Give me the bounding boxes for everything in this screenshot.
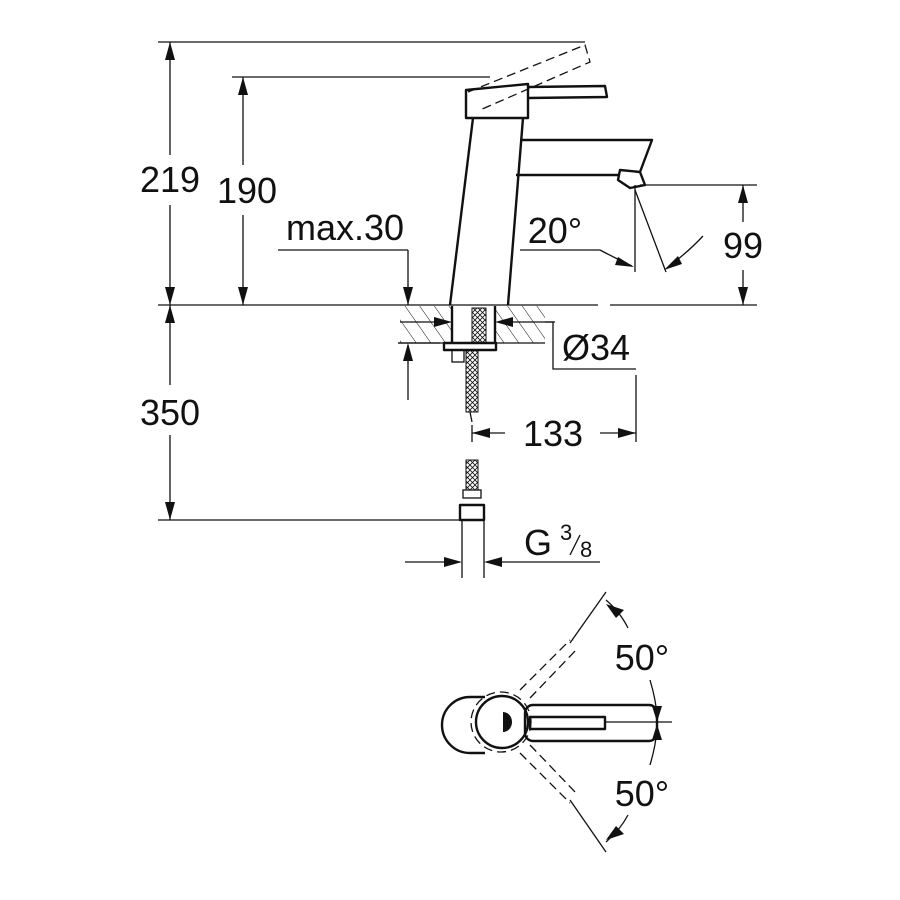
dim-20deg: 20°	[520, 185, 704, 273]
dim-diameter-label: Ø34	[562, 327, 630, 368]
dim-133-label: 133	[523, 413, 583, 454]
dim-thread-prefix: G	[524, 522, 552, 563]
dim-thread-num: 3	[560, 520, 572, 545]
faucet-side-view	[448, 44, 654, 306]
dim-350-label: 350	[140, 392, 200, 433]
dim-219: 219	[140, 41, 585, 305]
dim-190-label: 190	[217, 170, 277, 211]
dim-max30: max.30	[278, 207, 440, 400]
dim-99-label: 99	[723, 225, 763, 266]
dim-lever-right-label: 50°	[615, 773, 669, 814]
dim-lever-left-label: 50°	[615, 637, 669, 678]
hose-connector: G 3 8	[405, 459, 600, 578]
dim-190: 190	[217, 76, 490, 305]
dim-219-label: 219	[140, 159, 200, 200]
countertop-section	[398, 306, 555, 423]
dim-20deg-label: 20°	[528, 210, 582, 251]
faucet-top-view: 50° 50°	[440, 591, 672, 853]
dim-350: 350	[140, 305, 470, 521]
dim-99: 99	[640, 184, 763, 305]
dim-max30-label: max.30	[286, 207, 404, 248]
dim-133: 133	[471, 375, 637, 454]
dim-thread-den: 8	[580, 537, 592, 562]
dim-diameter: Ø34	[545, 321, 636, 370]
